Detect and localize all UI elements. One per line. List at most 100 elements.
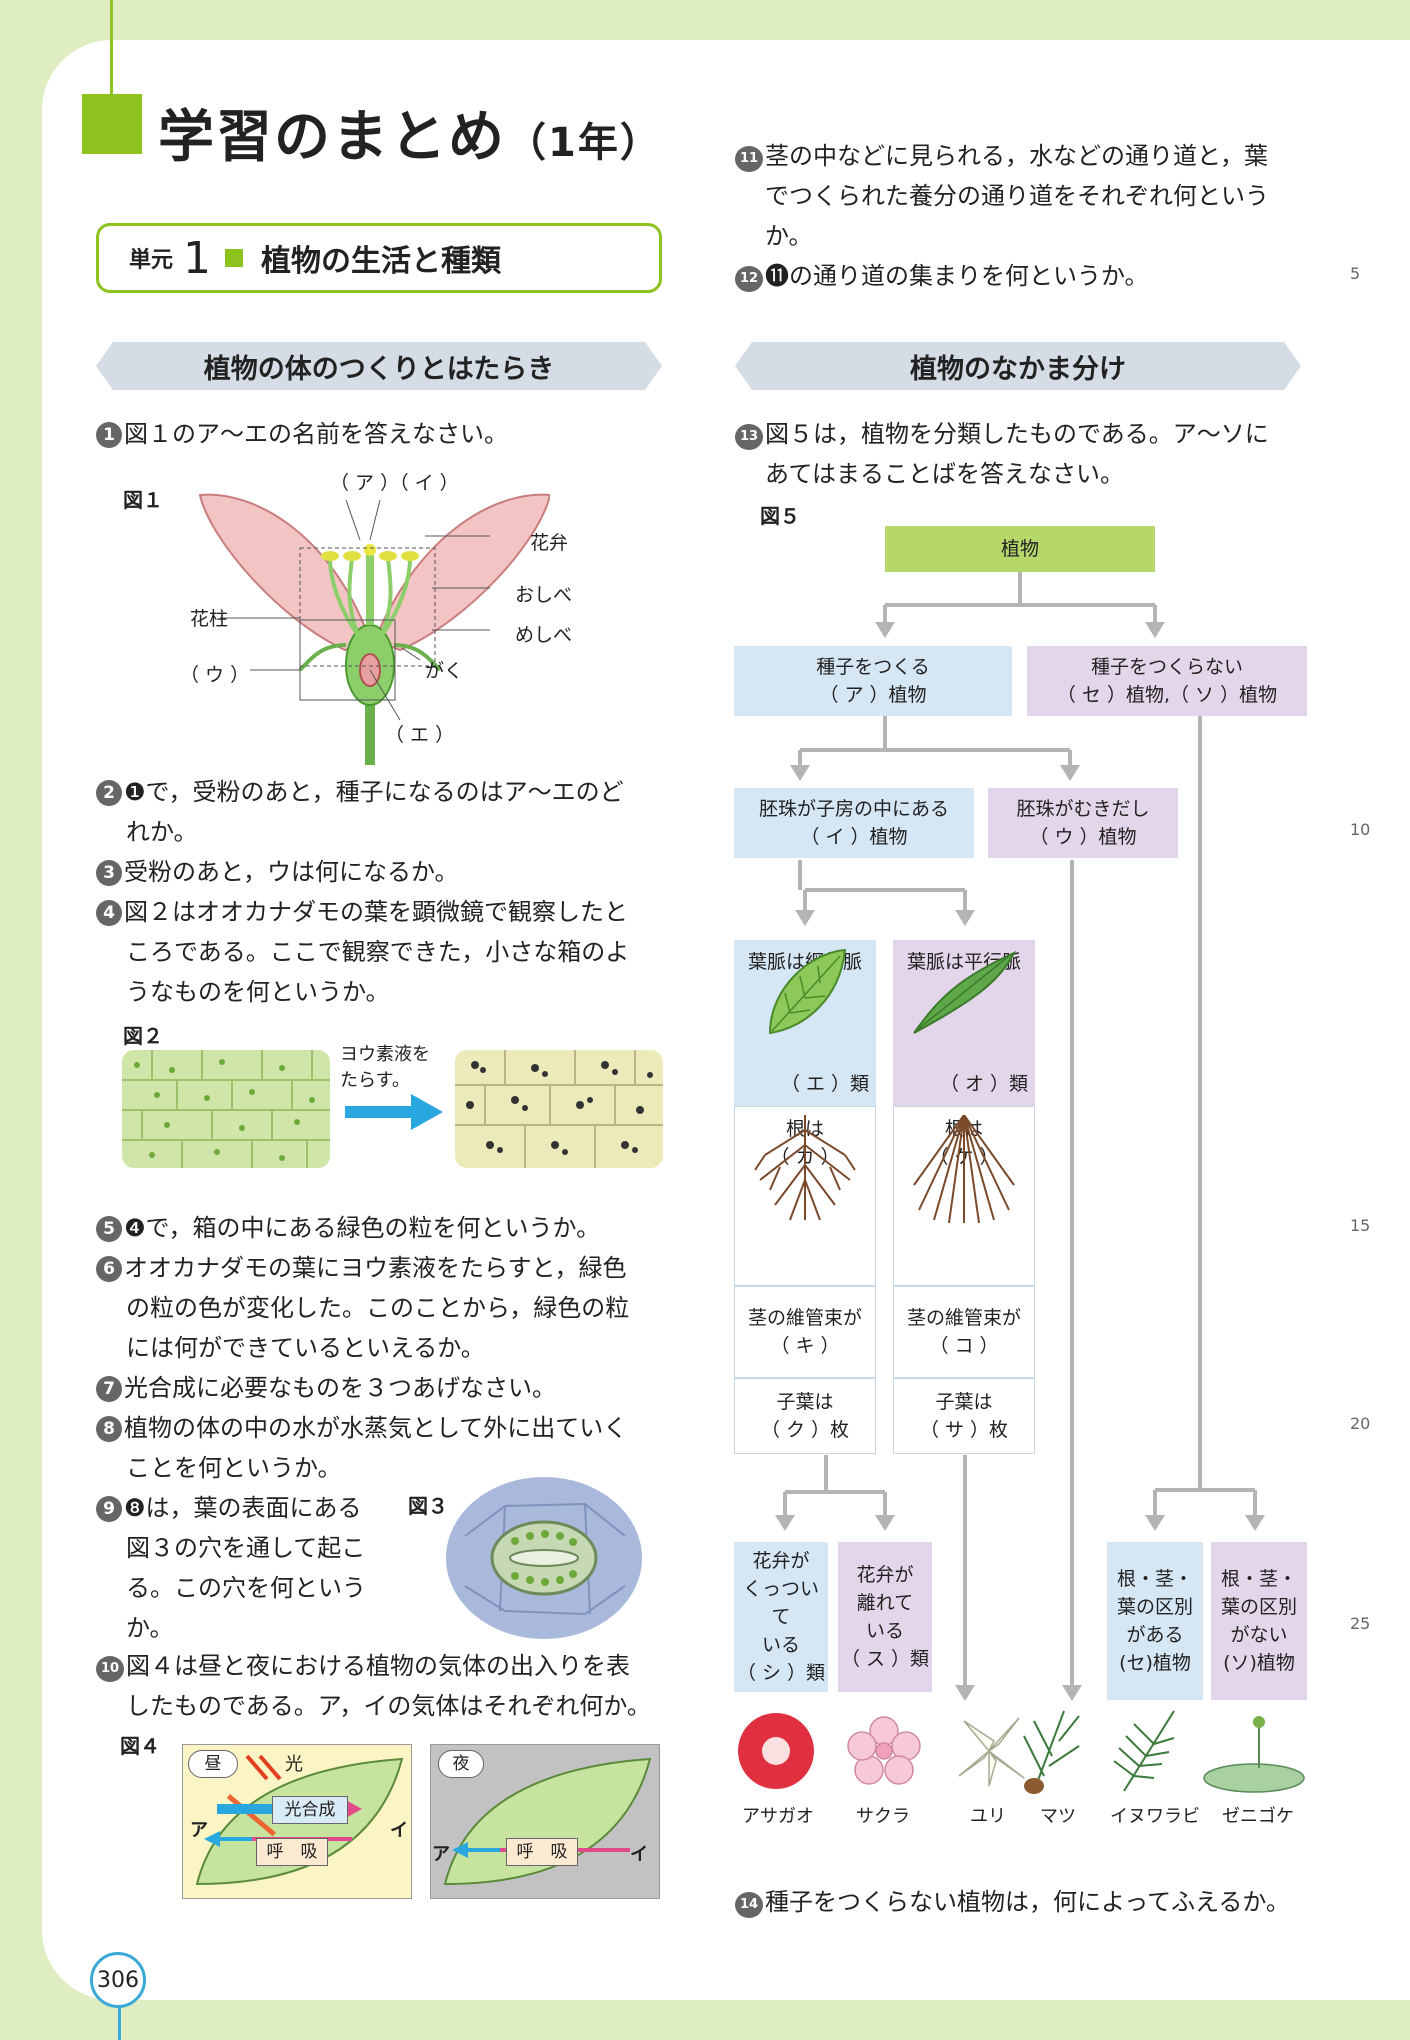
- plant-label-lily: ユリ: [970, 1806, 1006, 1827]
- q-text: 図１のア～エの名前を答えなさい。: [124, 420, 508, 448]
- fig2-label: 図２: [123, 1024, 163, 1048]
- fig4-light-label: 光: [285, 1754, 303, 1775]
- q-number: 13: [735, 424, 763, 450]
- bottom-rule: [118, 1990, 121, 2040]
- q-text: オオカナダモの葉にヨウ素液をたらすと，緑色: [124, 1254, 627, 1282]
- q-text: ⓫の通り道の集まりを何というか。: [765, 262, 1149, 290]
- fig5-mosses: 根・茎・葉の区別がない(ソ)植物: [1211, 1542, 1307, 1700]
- q-text: 図４は昼と夜における植物の気体の出入りを表: [126, 1652, 630, 1680]
- fig5-angiosperm: 胚珠が子房の中にある（ イ ）植物: [734, 788, 974, 858]
- fig5-fern-l3: がある: [1126, 1624, 1184, 1646]
- q-number: 9: [96, 1496, 122, 1522]
- q-text: ❶で，受粉のあと，種子になるのはア～エのど: [124, 778, 624, 806]
- fig5-monocot-root: 根は（ ケ ）: [893, 1106, 1035, 1286]
- q-text-3: る。この穴を何という: [126, 1574, 366, 1602]
- fig5-fern-l4: (セ)植物: [1119, 1652, 1191, 1674]
- q-number: 14: [735, 1892, 763, 1918]
- q-text: 図５は，植物を分類したものである。ア～ソに: [765, 420, 1269, 448]
- fig5-dicot-stem2: （ キ ）: [770, 1335, 840, 1357]
- fig5-dicot-stem: 茎の維管束が（ キ ）: [734, 1286, 876, 1378]
- fig5-monocot-header: 葉脈は平行脈 （ オ ）類: [893, 940, 1035, 1106]
- fig5-moss-l4: (ソ)植物: [1223, 1652, 1295, 1674]
- page-title: 学習のまとめ（1年）: [158, 105, 662, 170]
- q-text-2: ころである。ここで観察できた，小さな箱のよ: [126, 938, 630, 966]
- fig5-monocot-coty1: 子葉は: [935, 1391, 993, 1413]
- taproot-icon: [754, 1115, 856, 1221]
- plant-label-morning-glory: アサガオ: [742, 1806, 814, 1827]
- q-text-2: ことを何というか。: [126, 1454, 342, 1482]
- parallel-vein-leaf-icon: [913, 950, 1017, 1034]
- q-number: 8: [96, 1416, 122, 1442]
- fig4-photosynthesis-label: 光合成: [272, 1796, 348, 1824]
- fig1-pistil-label: めしべ: [515, 624, 573, 646]
- iodine-stained-micrograph: [455, 1050, 663, 1168]
- fig5-choripet-l4: （ ス ）類: [840, 1648, 930, 1670]
- margin-number: 25: [1350, 1614, 1371, 1633]
- fig5-choripet-l2: 離れて: [856, 1592, 914, 1614]
- pine-icon: [1023, 1710, 1080, 1794]
- unit-name: 植物の生活と種類: [261, 244, 502, 279]
- fig4-respiration-label: 呼 吸: [256, 1838, 328, 1866]
- fig5-dicot-root: 根は（ カ ）: [734, 1106, 876, 1286]
- fig5-noseed-l2: （ セ ）植物,（ ソ ）植物: [1056, 684, 1278, 706]
- fig5-sympet-l4: （ シ ）類: [736, 1662, 826, 1684]
- fig5-moss-l2: 葉の区別: [1220, 1596, 1297, 1618]
- fig5-gymno-l2: （ ウ ）植物: [1029, 826, 1137, 848]
- q-number: 5: [96, 1216, 122, 1242]
- fig1-label: 図１: [123, 488, 163, 512]
- top-rule: [110, 0, 113, 95]
- fig5-root-plants: 植物: [885, 526, 1155, 572]
- fig1-u-label: （ ウ ）: [180, 664, 250, 686]
- fig5-dicot-class: （ エ ）類: [780, 1073, 870, 1095]
- fig5-sympet-l2: くっついて: [742, 1578, 819, 1628]
- q-text-2: でつくられた養分の通り道をそれぞれ何という: [765, 182, 1269, 210]
- fig1-e-label: （ エ ）: [385, 724, 455, 746]
- fig5-noseed-l1: 種子をつくらない: [1090, 656, 1243, 678]
- q-text-4: か。: [126, 1614, 174, 1642]
- fig5-gymno-l1: 胚珠がむきだし: [1016, 798, 1150, 820]
- fig5-monocot-class: （ オ ）類: [939, 1073, 1029, 1095]
- q-text-3: か。: [765, 222, 813, 250]
- fig5-sympetalous: 花弁がくっついている（ シ ）類: [734, 1542, 828, 1692]
- fig5-angio-l1: 胚珠が子房の中にある: [758, 798, 949, 820]
- fig2-arrow-text-1: ヨウ素液を: [340, 1044, 430, 1065]
- fig5-monocot-coty2: （ サ ）枚: [919, 1419, 1009, 1441]
- fig4-night-tag: 夜: [438, 1750, 484, 1778]
- q-number: 11: [735, 146, 763, 172]
- q-text: 受粉のあと，ウは何になるか。: [124, 858, 459, 886]
- fig5-label: 図５: [760, 504, 800, 528]
- fig5-dicot-coty1: 子葉は: [776, 1391, 834, 1413]
- fig5-choripet-l1: 花弁が: [856, 1564, 914, 1586]
- right-arrow-icon: [345, 1094, 443, 1130]
- plant-label-cherry: サクラ: [856, 1806, 910, 1827]
- margin-number: 15: [1350, 1216, 1371, 1235]
- fig5-seed-l1: 種子をつくる: [816, 656, 930, 678]
- fig5-root-label: 植物: [1000, 538, 1039, 560]
- q-text-2: 図３の穴を通して起こ: [126, 1534, 366, 1562]
- plant-illustrations: [738, 1710, 1305, 1794]
- fig4-day-tag: 昼: [188, 1750, 238, 1778]
- fig5-gymnosperm: 胚珠がむきだし （ ウ ）植物: [988, 788, 1178, 858]
- q-text-3: うなものを何というか。: [126, 978, 390, 1006]
- fig4-label: 図４: [120, 1734, 160, 1758]
- q-text: ❽は，葉の表面にある: [124, 1494, 362, 1522]
- margin-number: 20: [1350, 1414, 1371, 1433]
- q-text-2: の粒の色が変化した。このことから，緑色の粒: [126, 1294, 630, 1322]
- fig4-day-i: イ: [390, 1820, 408, 1841]
- unit-square: [225, 249, 244, 267]
- q-number: 7: [96, 1376, 122, 1402]
- fig4-night-respiration: 呼 吸: [506, 1838, 578, 1866]
- q-text: 光合成に必要なものを３つあげなさい。: [124, 1374, 556, 1402]
- page-number: 306: [90, 1952, 146, 2008]
- fig5-monocot-stem2: （ コ ）: [929, 1335, 999, 1357]
